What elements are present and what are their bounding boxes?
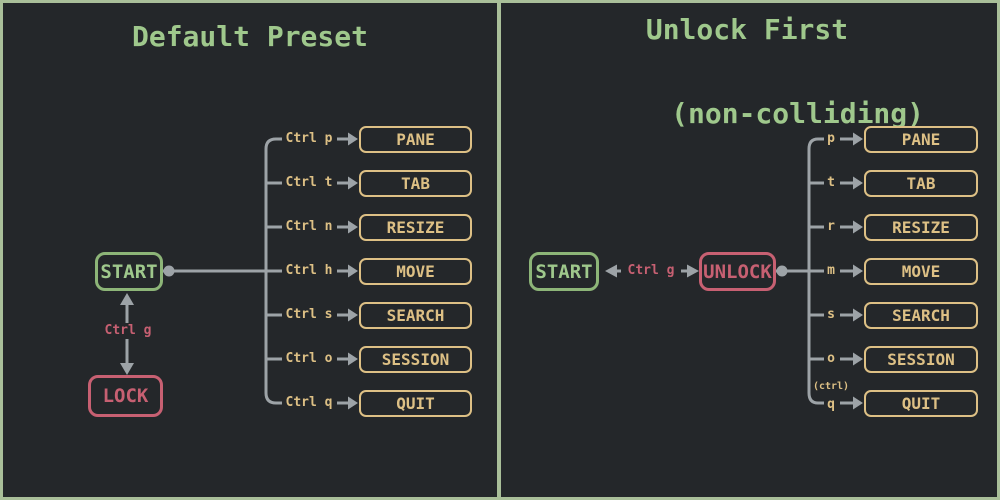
left-action-node-pane: PANE [359, 126, 472, 153]
left-key-label-search: Ctrl s [285, 307, 333, 322]
right-start-node: START [529, 252, 599, 291]
panel-divider [497, 3, 501, 497]
right-key-label-tab: t [827, 175, 835, 190]
right-wire-tree [617, 137, 853, 405]
left-action-node-session: SESSION [359, 346, 472, 373]
left-action-node-search: SEARCH [359, 302, 472, 329]
left-action-node-quit: QUIT [359, 390, 472, 417]
lock-node: LOCK [88, 375, 163, 417]
right-arrowheads [605, 132, 863, 410]
right-action-node-pane: PANE [864, 126, 978, 153]
right-key-label-pane: p [827, 131, 835, 146]
right-action-node-session: SESSION [864, 346, 978, 373]
left-key-label-move: Ctrl h [285, 263, 333, 278]
left-key-label-session: Ctrl o [285, 351, 333, 366]
right-panel-title-line2: (non-colliding) [671, 97, 925, 130]
toggle-arrow-down [120, 363, 134, 375]
left-action-node-tab: TAB [359, 170, 472, 197]
left-key-label-tab: Ctrl t [285, 175, 333, 190]
right-key-label-resize: r [827, 219, 835, 234]
left-key-label-pane: Ctrl p [285, 131, 333, 146]
unlock-node: UNLOCK [699, 252, 776, 291]
right-key-label-quit: q [827, 397, 835, 412]
right-action-node-tab: TAB [864, 170, 978, 197]
toggle-arrow-right [687, 264, 699, 278]
left-action-node-move: MOVE [359, 258, 472, 285]
left-toggle-key-label: Ctrl g [88, 323, 168, 339]
right-action-node-resize: RESIZE [864, 214, 978, 241]
left-wire-tree [125, 137, 350, 405]
right-key-label-move: m [827, 263, 835, 278]
left-key-label-resize: Ctrl n [285, 219, 333, 234]
toggle-arrow-left [605, 264, 617, 278]
right-panel-title-line1: Unlock First [645, 13, 849, 46]
start-junction-dot [163, 265, 175, 277]
left-arrowheads [120, 132, 358, 410]
right-key-label-session: o [827, 351, 835, 366]
right-toggle-key-label: Ctrl g [621, 263, 681, 279]
left-key-label-quit: Ctrl q [285, 395, 333, 410]
left-panel-title: Default Preset [131, 20, 368, 53]
right-panel-title: Unlock First (non-colliding) [497, 9, 997, 135]
right-action-node-move: MOVE [864, 258, 978, 285]
unlock-junction-dot [776, 265, 788, 277]
right-key-label-search: s [827, 307, 835, 322]
left-start-node: START [95, 252, 163, 291]
toggle-arrow-up [120, 293, 134, 305]
right-action-node-quit: QUIT [864, 390, 978, 417]
left-action-node-resize: RESIZE [359, 214, 472, 241]
connector-wires [120, 132, 863, 410]
right-action-node-search: SEARCH [864, 302, 978, 329]
ctrl-note-label: (ctrl) [812, 381, 850, 392]
